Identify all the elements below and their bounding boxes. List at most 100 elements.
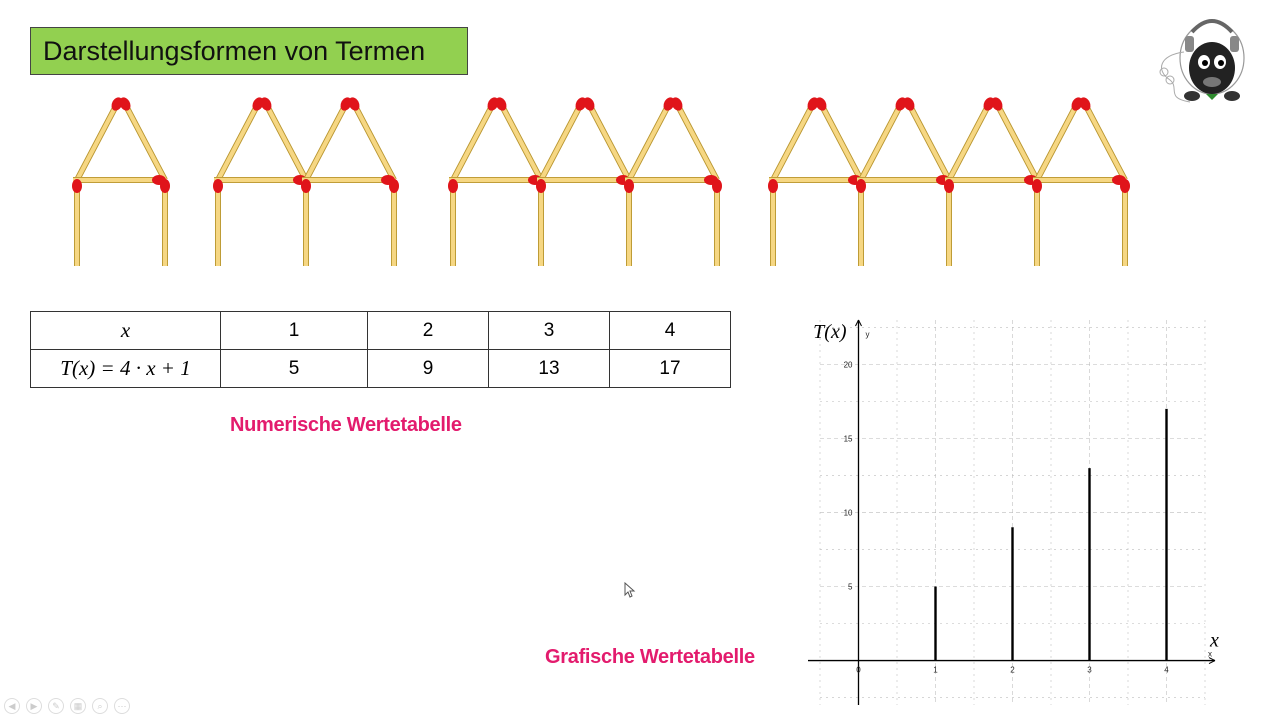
- matchstick: [72, 179, 82, 266]
- x-tick-label: 1: [933, 666, 938, 675]
- table-cell: 2: [367, 311, 489, 350]
- x-axis-arrow: [1208, 657, 1216, 665]
- matchstick: [770, 97, 819, 182]
- matchstick: [260, 97, 309, 182]
- match-head: [213, 179, 223, 193]
- prev-icon[interactable]: ◀: [4, 698, 20, 714]
- match-head: [448, 179, 458, 193]
- match-head: [671, 97, 683, 111]
- match-head: [348, 97, 360, 111]
- table-cell: 9: [367, 349, 489, 388]
- matchstick: [301, 179, 311, 266]
- matchstick: [214, 175, 307, 185]
- y-tick-label: 20: [844, 360, 853, 369]
- matchstick: [1034, 97, 1083, 182]
- slideshow-toolbar[interactable]: ◀ ▶ ✎ ▦ ⌕ ⋯: [4, 698, 130, 716]
- match-head: [495, 97, 507, 111]
- x-axis-label: x: [1209, 630, 1219, 652]
- value-table: x 1 2 3 4 T(x) = 4 · x + 1 5 9 13 17: [30, 311, 731, 388]
- matchstick: [991, 97, 1040, 182]
- match-head: [1120, 179, 1130, 193]
- match-head: [1032, 179, 1042, 193]
- match-head: [160, 179, 170, 193]
- matchstick: [213, 179, 223, 266]
- match-head: [583, 97, 595, 111]
- sheep-mascot-logo: [1159, 19, 1245, 103]
- table-header-term: T(x) = 4 · x + 1: [30, 349, 221, 388]
- match-head: [301, 179, 311, 193]
- matchstick: [302, 175, 395, 185]
- table-cell: 4: [609, 311, 731, 350]
- caption-numeric-table: Numerische Wertetabelle: [230, 414, 462, 436]
- matchstick: [625, 175, 718, 185]
- matchstick: [712, 179, 722, 266]
- caption-graphic-table: Grafische Wertetabelle: [545, 646, 755, 668]
- matchstick: [1120, 179, 1130, 266]
- matchstick: [536, 179, 546, 266]
- match-head: [903, 97, 915, 111]
- match-head: [815, 97, 827, 111]
- more-icon[interactable]: ⋯: [114, 698, 130, 714]
- match-head: [712, 179, 722, 193]
- matchstick: [73, 175, 166, 185]
- matchstick: [945, 175, 1038, 185]
- table-cell: 13: [488, 349, 610, 388]
- matchstick: [160, 179, 170, 266]
- match-head: [389, 179, 399, 193]
- table-header-x: x: [30, 311, 221, 350]
- matchstick: [856, 179, 866, 266]
- pen-icon[interactable]: ✎: [48, 698, 64, 714]
- y-tick-label: 5: [848, 583, 853, 592]
- matchstick: [815, 97, 864, 182]
- match-head: [536, 179, 546, 193]
- table-cell: 1: [220, 311, 368, 350]
- matchstick: [538, 97, 587, 182]
- match-head: [260, 97, 272, 111]
- matchstick: [495, 97, 544, 182]
- y-axis-label: T(x): [813, 321, 847, 343]
- mouse-cursor-icon: [624, 582, 636, 598]
- matchstick: [450, 97, 499, 182]
- matchstick: [1033, 175, 1126, 185]
- match-head: [944, 179, 954, 193]
- x-tick-label: 4: [1164, 666, 1169, 675]
- matchstick: [1079, 97, 1128, 182]
- x-tick-label: 0: [856, 666, 861, 675]
- matchstick: [583, 97, 632, 182]
- matchstick: [303, 97, 352, 182]
- x-axis-letter: x: [1208, 650, 1212, 659]
- matchstick: [449, 175, 542, 185]
- table-cell: 5: [220, 349, 368, 388]
- match-head: [991, 97, 1003, 111]
- table-cell: 17: [609, 349, 731, 388]
- next-icon[interactable]: ▶: [26, 698, 42, 714]
- y-axis-arrow: [855, 319, 862, 327]
- matchstick: [626, 97, 675, 182]
- match-head: [119, 97, 131, 111]
- matchstick: [119, 97, 168, 182]
- zoom-icon[interactable]: ⌕: [92, 698, 108, 714]
- y-tick-label: 10: [844, 509, 853, 518]
- matchstick: [768, 179, 778, 266]
- slides-icon[interactable]: ▦: [70, 698, 86, 714]
- matchstick: [74, 97, 123, 182]
- match-head: [72, 179, 82, 193]
- matchstick: [858, 97, 907, 182]
- match-head: [624, 179, 634, 193]
- matchstick: [537, 175, 630, 185]
- matchstick: [389, 179, 399, 266]
- matchstick: [903, 97, 952, 182]
- match-head: [768, 179, 778, 193]
- slide-title: Darstellungsformen von Termen: [30, 27, 468, 75]
- matchstick: [348, 97, 397, 182]
- matchstick-figures: [72, 97, 1130, 266]
- match-head: [856, 179, 866, 193]
- y-tick-label: 15: [844, 434, 853, 443]
- matchstick: [215, 97, 264, 182]
- matchstick: [624, 179, 634, 266]
- table-cell: 3: [488, 311, 610, 350]
- matchstick: [769, 175, 862, 185]
- y-axis-letter: y: [866, 330, 870, 339]
- matchstick: [448, 179, 458, 266]
